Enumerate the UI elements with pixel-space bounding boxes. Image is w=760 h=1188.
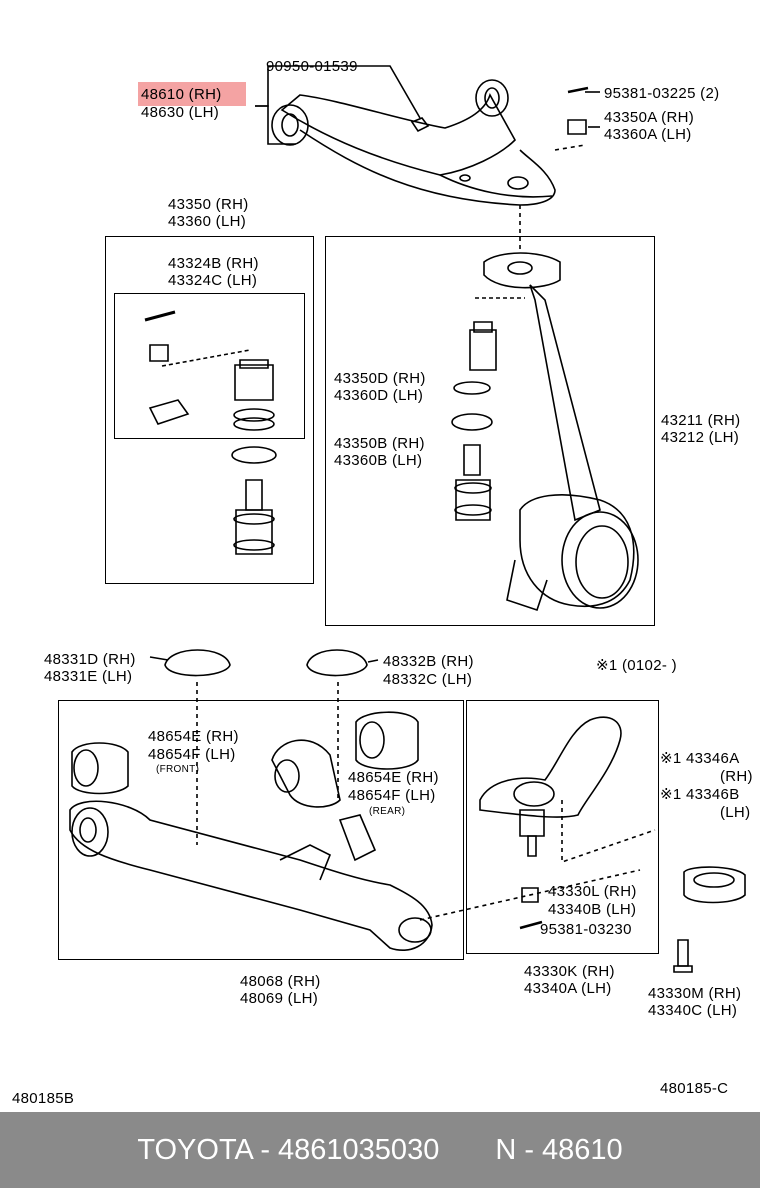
- label-48654f-rear[interactable]: 48654F (LH): [348, 787, 436, 804]
- footer-part-number: TOYOTA - 4861035030: [137, 1133, 440, 1166]
- label-43360d[interactable]: 43360D (LH): [334, 387, 424, 404]
- label-43350d[interactable]: 43350D (RH): [334, 370, 426, 387]
- label-48610[interactable]: 48610 (RH): [141, 86, 222, 103]
- label-43330l[interactable]: 43330L (RH): [548, 883, 637, 900]
- diagram-code-right: 480185-C: [660, 1080, 729, 1097]
- label-48630[interactable]: 48630 (LH): [141, 104, 220, 121]
- label-rear: (REAR): [369, 806, 406, 817]
- highlight-48610: [138, 82, 246, 106]
- steering-knuckle-drawing: [451, 252, 639, 612]
- exploded-drawing: [69, 65, 746, 973]
- label-48068[interactable]: 48068 (RH): [240, 973, 321, 990]
- label-90950-01539: 90950-01539: [266, 58, 358, 75]
- label-43324b[interactable]: 43324B (RH): [168, 255, 259, 272]
- label-43340b[interactable]: 43340B (LH): [548, 901, 637, 918]
- label-48332b[interactable]: 48332B (RH): [383, 653, 474, 670]
- label-43346a[interactable]: ※1 43346A: [660, 750, 740, 767]
- knuckle-box: [325, 236, 655, 626]
- label-48331d[interactable]: 48331D (RH): [44, 651, 136, 668]
- label-43212[interactable]: 43212 (LH): [661, 429, 740, 446]
- dust-cover-left: [164, 649, 231, 677]
- label-43346b[interactable]: ※1 43346B: [660, 786, 740, 803]
- label-43346b-lh: (LH): [720, 804, 751, 821]
- label-43350a[interactable]: 43350A (RH): [604, 109, 695, 126]
- label-43330m[interactable]: 43330M (RH): [648, 985, 742, 1002]
- ball-joint-kit-box: [105, 236, 314, 584]
- footer-part-code: N - 48610: [495, 1133, 623, 1166]
- lower-ball-joint-box: [466, 700, 659, 954]
- ball-joint-inner-box: [114, 293, 305, 439]
- diagram-code-left: 480185B: [12, 1090, 75, 1107]
- upper-control-arm-drawing: [271, 79, 556, 206]
- label-48654e-front[interactable]: 48654E (RH): [148, 728, 239, 745]
- label-43360b[interactable]: 43360B (LH): [334, 452, 423, 469]
- label-43340c[interactable]: 43340C (LH): [648, 1002, 738, 1019]
- upper-ball-joint-kit-drawing: [144, 310, 277, 555]
- note-date-range: ※1 (0102- ): [596, 657, 677, 674]
- label-48332c[interactable]: 48332C (LH): [383, 671, 473, 688]
- footer-bar: TOYOTA - 4861035030 N - 48610: [0, 1112, 760, 1188]
- label-48654e-rear[interactable]: 48654E (RH): [348, 769, 439, 786]
- lower-control-arm-drawing: [69, 711, 641, 951]
- label-43360[interactable]: 43360 (LH): [168, 213, 247, 230]
- label-95381-03230[interactable]: 95381-03230: [540, 921, 632, 938]
- label-43211[interactable]: 43211 (RH): [661, 412, 741, 429]
- label-48331e[interactable]: 48331E (LH): [44, 668, 133, 685]
- label-43350b[interactable]: 43350B (RH): [334, 435, 425, 452]
- dust-cover-right: [306, 649, 368, 677]
- label-43330k[interactable]: 43330K (RH): [524, 963, 615, 980]
- label-43350[interactable]: 43350 (RH): [168, 196, 249, 213]
- label-43346a-rh: (RH): [720, 768, 753, 785]
- lower-arm-box: [58, 700, 464, 960]
- label-48654f-front[interactable]: 48654F (LH): [148, 746, 236, 763]
- label-front: (FRONT): [156, 764, 200, 775]
- label-48069[interactable]: 48069 (LH): [240, 990, 319, 1007]
- label-43360a[interactable]: 43360A (LH): [604, 126, 692, 143]
- label-43340a[interactable]: 43340A (LH): [524, 980, 612, 997]
- lower-ball-joint-drawing: [479, 716, 746, 973]
- label-43324c[interactable]: 43324C (LH): [168, 272, 258, 289]
- label-95381-03225[interactable]: 95381-03225 (2): [604, 85, 720, 102]
